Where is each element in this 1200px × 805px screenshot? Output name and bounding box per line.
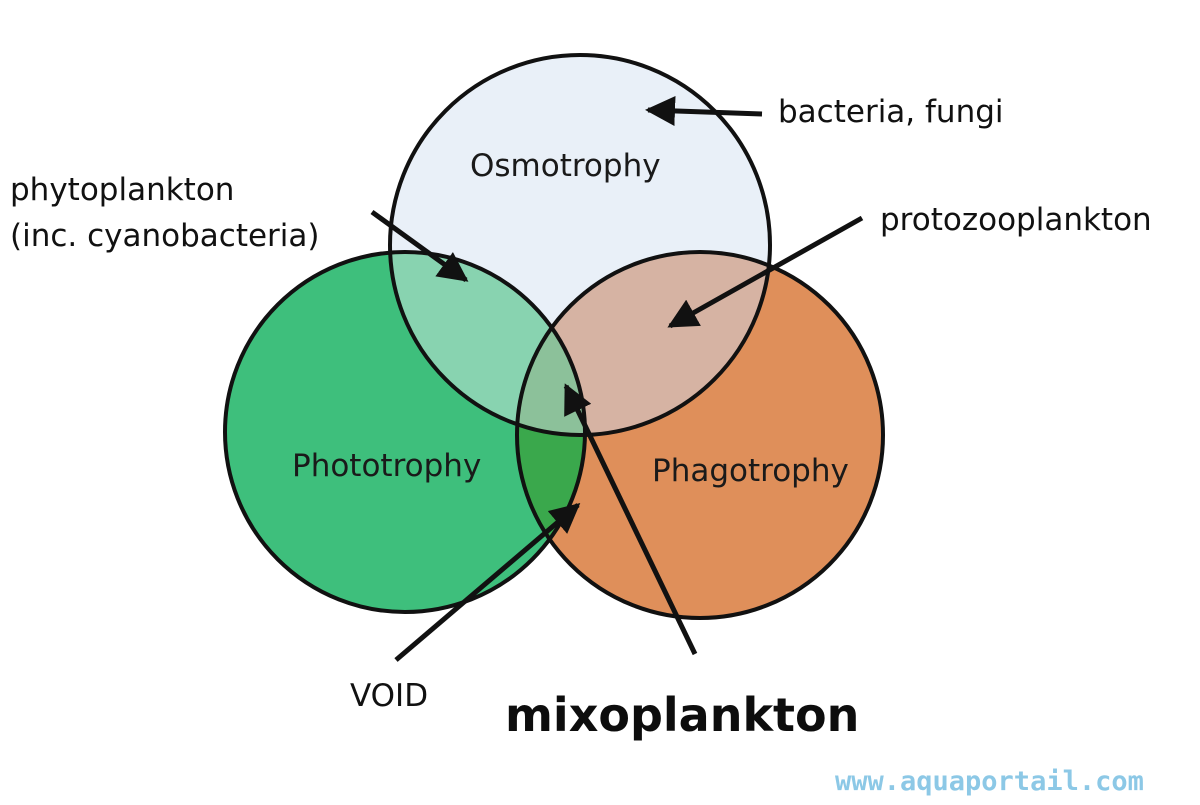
void-label: VOID: [350, 678, 428, 714]
protozooplankton-label: protozooplankton: [880, 202, 1152, 238]
phytoplankton-label-line1: phytoplankton: [10, 172, 234, 208]
phytoplankton-label-line2: (inc. cyanobacteria): [10, 218, 320, 254]
phagotrophy-label: Phagotrophy: [652, 453, 849, 489]
bacteria-fungi-arrow: [645, 95, 763, 126]
osmotrophy-label: Osmotrophy: [470, 148, 661, 184]
mixoplankton-arrow: [563, 383, 698, 656]
watermark: www.aquaportail.com: [835, 766, 1144, 797]
phototrophy-outline: [223, 250, 587, 614]
protozooplankton-arrow: [667, 215, 864, 329]
phagotrophy-outline: [515, 250, 885, 620]
mixoplankton-label: mixoplankton: [505, 688, 859, 742]
bacteria-fungi-label: bacteria, fungi: [778, 94, 1004, 130]
void-arrow: [394, 503, 581, 662]
phototrophy-label: Phototrophy: [292, 448, 481, 484]
phagotrophy-osmotrophy-overlap: [517, 252, 770, 435]
phytoplankton-arrow: [370, 209, 469, 283]
osmotrophy-outline: [388, 53, 772, 437]
